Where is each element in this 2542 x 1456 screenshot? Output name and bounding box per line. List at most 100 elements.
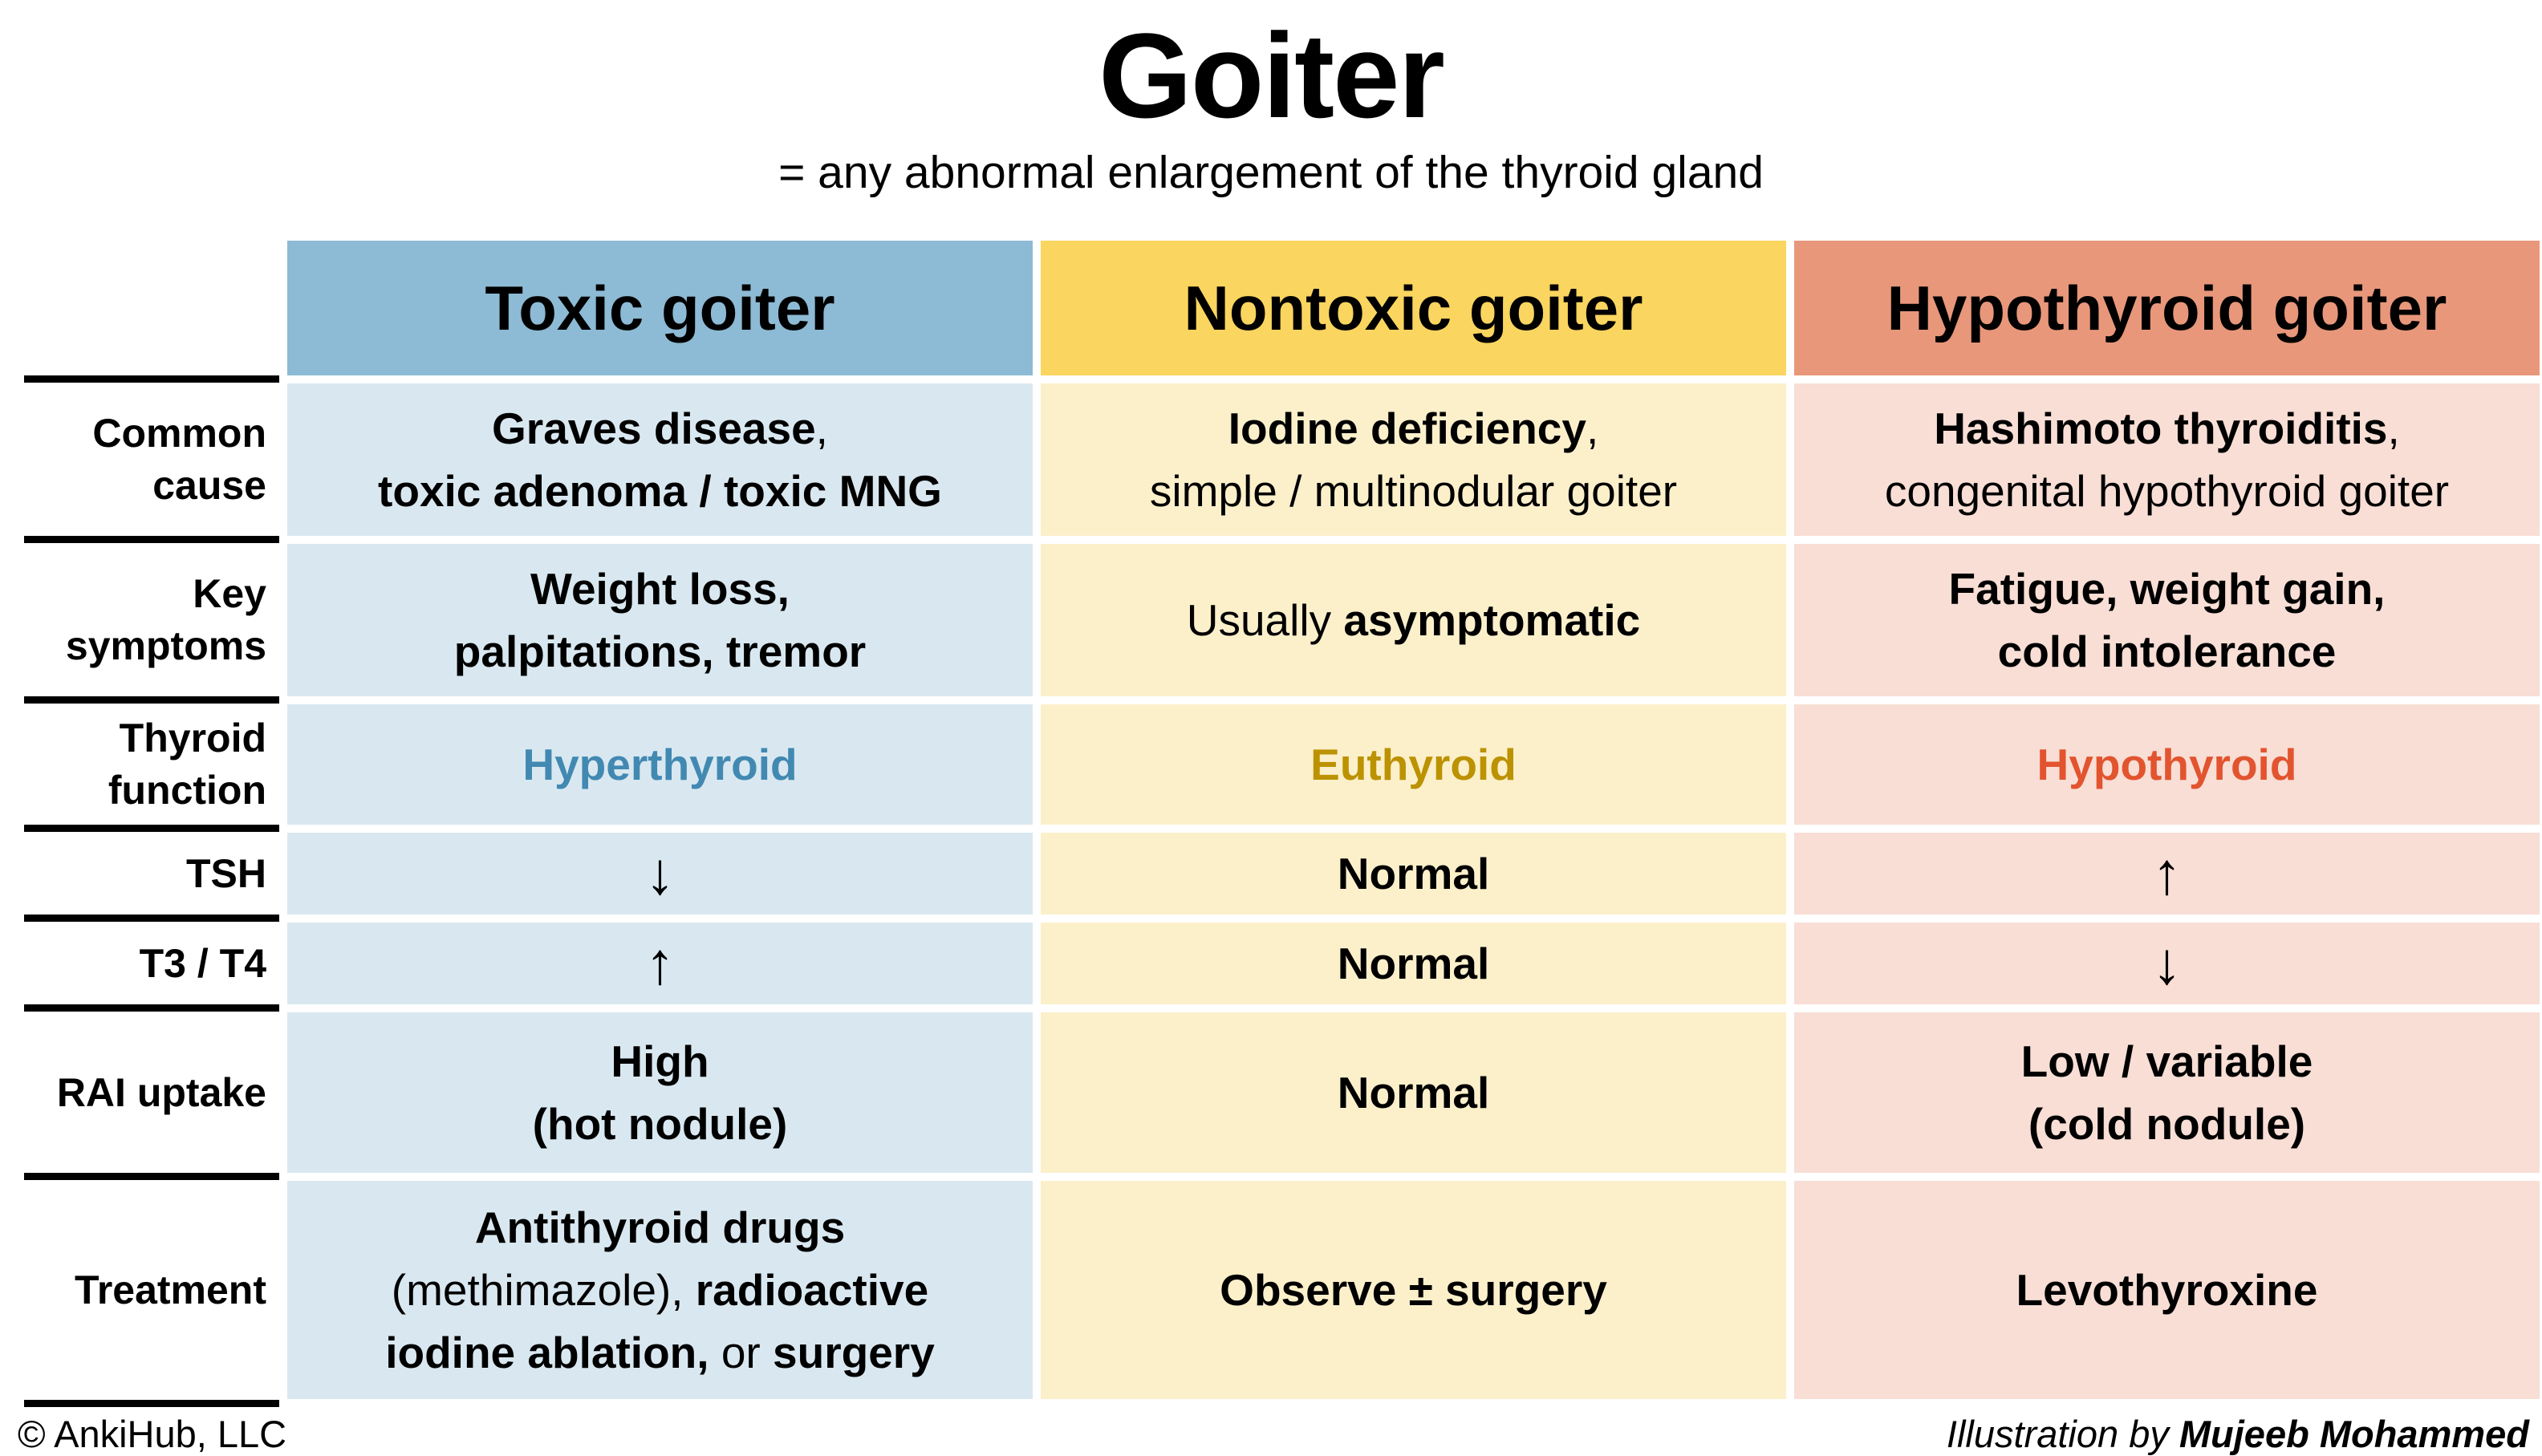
text-segment: toxic adenoma / toxic MNG — [378, 466, 942, 516]
copyright-text: © AnkiHub, LLC — [18, 1413, 287, 1455]
cell-treatment-hypothyroid: Levothyroxine — [1794, 1181, 2540, 1399]
text-segment: ↑ — [645, 930, 675, 996]
cell-line: simple / multinodular goiter — [1150, 460, 1677, 522]
cell-line: Weight loss, — [530, 558, 790, 620]
row-label-thyroid-function: Thyroid function — [24, 696, 279, 825]
text-segment: Low / variable — [2020, 1036, 2313, 1086]
text-segment: surgery — [773, 1328, 935, 1378]
text-segment: Hypothyroid — [2036, 739, 2297, 789]
cell-line: Fatigue, weight gain, — [1949, 558, 2386, 620]
row-label-line: RAI uptake — [56, 1069, 266, 1115]
cell-rai-uptake-toxic: High (hot nodule) — [287, 1012, 1033, 1173]
row-label-tsh: TSH — [24, 825, 279, 915]
cell-key-symptoms-hypothyroid: Fatigue, weight gain, cold intolerance — [1794, 544, 2540, 696]
row-divider-line — [24, 375, 279, 383]
row-divider-line — [24, 1004, 279, 1012]
cell-line: (hot nodule) — [533, 1093, 788, 1155]
cell-common-cause-toxic: Graves disease, toxic adenoma / toxic MNG — [287, 383, 1033, 536]
cell-thyroid-function-hypothyroid: Hypothyroid — [1794, 704, 2540, 825]
text-segment: Levothyroxine — [2016, 1264, 2318, 1315]
cell-line: Levothyroxine — [2016, 1259, 2318, 1321]
cell-line: palpitations, tremor — [454, 620, 866, 683]
row-label-line: symptoms — [65, 623, 266, 668]
page-title: Goiter — [1098, 8, 1445, 143]
row-label-rai-uptake: RAI uptake — [24, 1004, 279, 1173]
text-segment: iodine ablation, — [385, 1328, 709, 1378]
text-segment: High — [611, 1036, 709, 1086]
text-segment: Normal — [1337, 938, 1490, 988]
cell-thyroid-function-toxic: Hyperthyroid — [287, 704, 1033, 825]
text-segment: , — [815, 403, 828, 453]
cell-line: ↑ — [2152, 844, 2182, 903]
cell-line: ↑ — [645, 934, 675, 993]
text-segment: (methimazole), — [391, 1264, 696, 1315]
illustration-credit-prefix: Illustration by — [1946, 1413, 2179, 1455]
cell-rai-uptake-nontoxic: Normal — [1041, 1012, 1786, 1173]
row-label-line: function — [108, 768, 266, 813]
column-header-toxic: Toxic goiter — [287, 241, 1033, 375]
cell-treatment-nontoxic: Observe ± surgery — [1041, 1181, 1786, 1399]
row-label-line: Key — [193, 571, 266, 616]
text-segment: Hashimoto thyroiditis — [1934, 403, 2388, 453]
cell-t3-t4-toxic: ↑ — [287, 923, 1033, 1004]
cell-t3-t4-hypothyroid: ↓ — [1794, 923, 2540, 1004]
row-divider-line — [24, 1173, 279, 1180]
cell-line: ↓ — [2152, 934, 2182, 993]
cell-thyroid-function-nontoxic: Euthyroid — [1041, 704, 1786, 825]
cell-tsh-hypothyroid: ↑ — [1794, 833, 2540, 915]
cell-rai-uptake-hypothyroid: Low / variable (cold nodule) — [1794, 1012, 2540, 1173]
text-segment: Iodine deficiency — [1228, 403, 1586, 453]
row-divider-line — [24, 915, 279, 922]
cell-line: Hashimoto thyroiditis, — [1934, 397, 2400, 460]
cell-common-cause-hypothyroid: Hashimoto thyroiditis,congenital hypothy… — [1794, 383, 2540, 536]
text-segment: Euthyroid — [1310, 739, 1517, 789]
cell-t3-t4-nontoxic: Normal — [1041, 923, 1786, 1004]
row-label-line: Thyroid — [119, 716, 266, 760]
text-segment: Graves disease — [492, 403, 816, 453]
cell-key-symptoms-toxic: Weight loss, palpitations, tremor — [287, 544, 1033, 696]
cell-line: toxic adenoma / toxic MNG — [378, 460, 942, 522]
row-divider-line — [24, 536, 279, 543]
text-segment: Antithyroid drugs — [474, 1202, 846, 1252]
text-segment: asymptomatic — [1343, 594, 1641, 645]
cell-line: Normal — [1338, 1061, 1490, 1124]
cell-line: Usually asymptomatic — [1187, 589, 1640, 651]
row-label-treatment: Treatment — [24, 1173, 279, 1407]
text-segment: simple / multinodular goiter — [1149, 466, 1678, 516]
cell-line: Normal — [1338, 932, 1490, 995]
row-label-line: T3 / T4 — [139, 940, 266, 986]
column-header-nontoxic: Nontoxic goiter — [1041, 241, 1786, 375]
text-segment: or — [709, 1328, 774, 1378]
text-segment: Normal — [1337, 1067, 1490, 1117]
row-label-line: cause — [152, 463, 266, 508]
illustration-credit-name: Mujeeb Mohammed — [2179, 1413, 2529, 1455]
text-segment: cold intolerance — [1997, 627, 2337, 676]
cell-line: congenital hypothyroid goiter — [1885, 460, 2449, 522]
text-segment: radioactive — [695, 1264, 929, 1315]
text-segment: ↑ — [2152, 840, 2182, 906]
text-segment: (hot nodule) — [532, 1099, 788, 1149]
cell-line: (methimazole), radioactive — [392, 1259, 928, 1321]
cell-tsh-nontoxic: Normal — [1041, 833, 1786, 915]
cell-key-symptoms-nontoxic: Usually asymptomatic — [1041, 544, 1786, 696]
text-segment: palpitations, tremor — [453, 627, 867, 676]
text-segment: Weight loss, — [530, 563, 790, 614]
cell-line: Graves disease, — [492, 397, 828, 460]
row-divider-line — [24, 1400, 279, 1407]
cell-treatment-toxic: Antithyroid drugs (methimazole), radioact… — [287, 1181, 1033, 1399]
cell-line: Observe ± surgery — [1220, 1259, 1607, 1321]
text-segment: Fatigue, weight gain, — [1948, 563, 2386, 614]
cell-line: High — [611, 1030, 709, 1093]
cell-line: ↓ — [645, 844, 675, 903]
cell-tsh-toxic: ↓ — [287, 833, 1033, 915]
text-segment: (cold nodule) — [2028, 1099, 2306, 1149]
table-corner-spacer — [24, 241, 279, 375]
text-segment: Normal — [1337, 848, 1490, 898]
cell-line: Euthyroid — [1310, 733, 1517, 796]
text-segment: , — [1586, 403, 1599, 453]
text-segment: , — [2387, 403, 2400, 453]
row-label-key-symptoms: Key symptoms — [24, 536, 279, 696]
row-divider-line — [24, 825, 279, 832]
